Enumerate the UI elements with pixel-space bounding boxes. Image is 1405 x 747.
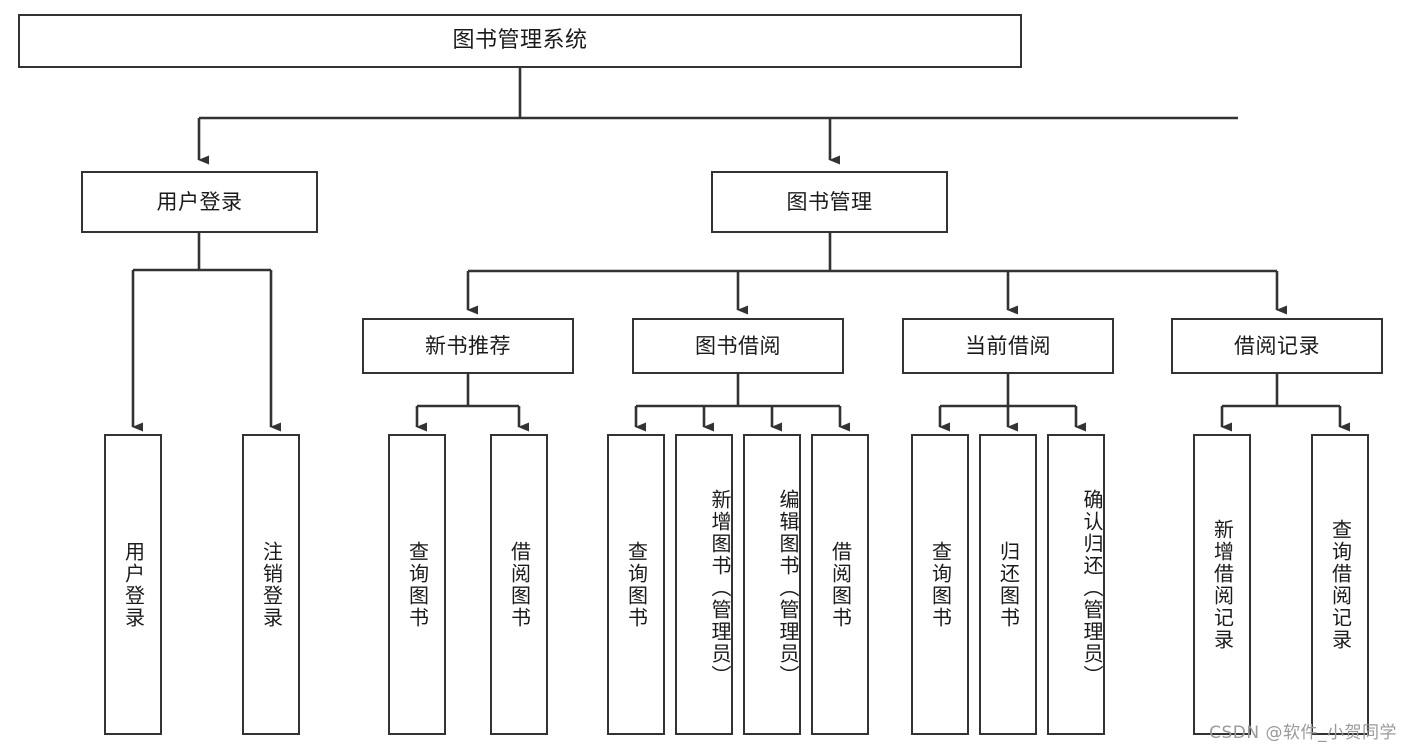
node-label: 用户登录 <box>121 540 146 629</box>
leaf-borrow-book[interactable]: 借阅图书 <box>811 434 869 735</box>
node-label: 借阅记录 <box>1234 333 1320 358</box>
node-label: 图书管理系统 <box>452 28 588 54</box>
node-book-management[interactable]: 图书管理 <box>711 171 948 233</box>
leaf-add-borrow-record[interactable]: 新增借阅记录 <box>1193 434 1251 735</box>
leaf-query-borrow-record[interactable]: 查询借阅记录 <box>1311 434 1369 735</box>
node-label: 编辑图书（管理员） <box>776 488 800 687</box>
leaf-add-book-admin[interactable]: 新增图书（管理员） <box>675 434 733 735</box>
node-borrow-record[interactable]: 借阅记录 <box>1171 318 1383 374</box>
node-new-book-recommend[interactable]: 新书推荐 <box>362 318 574 374</box>
node-label: 新增借阅记录 <box>1210 518 1235 651</box>
node-label: 查询图书 <box>928 540 953 629</box>
leaf-logout-login[interactable]: 注销登录 <box>242 434 300 735</box>
node-label: 确认归还（管理员） <box>1080 488 1104 687</box>
watermark-text: CSDN @软件_小贺同学 <box>1209 723 1397 743</box>
node-label: 图书管理 <box>786 189 873 214</box>
node-label: 新书推荐 <box>425 333 511 358</box>
leaf-borrow-book-recommend[interactable]: 借阅图书 <box>490 434 548 735</box>
node-label: 查询图书 <box>624 540 649 629</box>
node-label: 当前借阅 <box>965 333 1051 358</box>
leaf-query-book-current[interactable]: 查询图书 <box>911 434 969 735</box>
node-root-system[interactable]: 图书管理系统 <box>18 14 1022 68</box>
node-label: 借阅图书 <box>828 540 853 629</box>
node-label: 图书借阅 <box>695 333 781 358</box>
node-user-login[interactable]: 用户登录 <box>81 171 318 233</box>
node-book-borrow[interactable]: 图书借阅 <box>632 318 844 374</box>
leaf-user-login[interactable]: 用户登录 <box>104 434 162 735</box>
leaf-query-book-borrow[interactable]: 查询图书 <box>607 434 665 735</box>
leaf-confirm-return-admin[interactable]: 确认归还（管理员） <box>1047 434 1105 735</box>
leaf-edit-book-admin[interactable]: 编辑图书（管理员） <box>743 434 801 735</box>
node-current-borrow[interactable]: 当前借阅 <box>902 318 1114 374</box>
leaf-return-book[interactable]: 归还图书 <box>979 434 1037 735</box>
node-label: 归还图书 <box>996 540 1021 629</box>
node-label: 查询借阅记录 <box>1328 518 1353 651</box>
node-label: 用户登录 <box>156 189 243 214</box>
leaf-query-book-recommend[interactable]: 查询图书 <box>388 434 446 735</box>
node-label: 新增图书（管理员） <box>708 488 732 687</box>
node-label: 查询图书 <box>405 540 430 629</box>
node-label: 借阅图书 <box>507 540 532 629</box>
node-label: 注销登录 <box>259 540 284 629</box>
